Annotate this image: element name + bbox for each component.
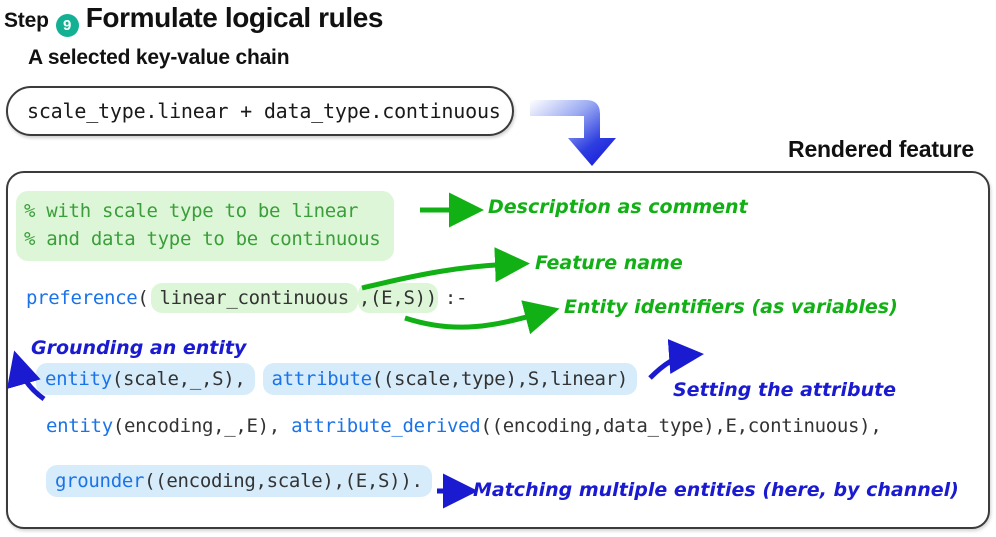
chain-value-text: scale_type.linear + data_type.continuous [27,99,501,123]
entity-predicate-name: entity [45,368,112,390]
page-header: Step 9 Formulate logical rules [4,2,384,37]
grounder-predicate-name: grounder [55,470,145,492]
step-number-badge: 9 [55,14,79,37]
attribute-predicate-name: attribute [271,368,373,390]
grounder-goal[interactable]: grounder((encoding,scale),(E,S)). [46,465,432,497]
entity-scale-goal[interactable]: entity(scale,_,S), [36,363,255,395]
attribute-predicate-args: ((scale,type),S,linear) [371,368,629,390]
feature-name-token[interactable]: linear_continuous [150,283,358,313]
attribute-derived-predicate-args: ((encoding,data_type),E,continuous), [480,415,882,437]
neck-operator: :- [444,287,468,309]
comment-block: % with scale type to be linear % and dat… [16,191,395,261]
attribute-goal[interactable]: attribute((scale,type),S,linear) [262,363,637,395]
rule-body-line-3: grounder((encoding,scale),(E,S)). [46,465,432,497]
gradient-bend-arrow [530,100,616,166]
head-arguments-token[interactable]: ,(E,S)) [357,283,438,313]
head-open-paren: ( [137,287,149,309]
entity-predicate-args: (scale,_,S), [111,368,246,390]
annotation-entity-identifiers: Entity identifiers (as variables) [564,296,898,318]
grounder-predicate-args: ((encoding,scale),(E,S)). [144,470,423,492]
entity-encoding-predicate-args: (encoding,_,E), [112,415,292,437]
comment-line-2: % and data type to be continuous [24,228,381,250]
annotation-matching-multiple-entities: Matching multiple entities (here, by cha… [473,479,959,501]
rendered-feature-label: Rendered feature [788,136,974,162]
annotation-grounding-an-entity: Grounding an entity [31,337,247,359]
entity-encoding-predicate-name: entity [46,415,113,437]
annotation-description-as-comment: Description as comment [488,196,748,218]
rule-body-line-2: entity(encoding,_,E), attribute_derived(… [46,415,882,437]
annotation-setting-the-attribute: Setting the attribute [673,379,897,401]
step-word: Step [4,9,49,32]
rule-body-line-1: entity(scale,_,S), attribute((scale,type… [36,363,637,395]
head-predicate-name: preference [26,287,138,309]
attribute-derived-predicate-name: attribute_derived [291,415,481,437]
annotation-feature-name: Feature name [535,252,683,274]
selected-key-value-chain-box[interactable]: scale_type.linear + data_type.continuous [6,86,514,136]
comment-line-1: % with scale type to be linear [24,200,359,222]
rule-head-line: preference( linear_continuous ,(E,S)) :- [26,283,467,313]
rendered-feature-card: % with scale type to be linear % and dat… [6,171,990,529]
page-title: Formulate logical rules [85,2,384,33]
chain-section-label: A selected key-value chain [28,46,290,69]
